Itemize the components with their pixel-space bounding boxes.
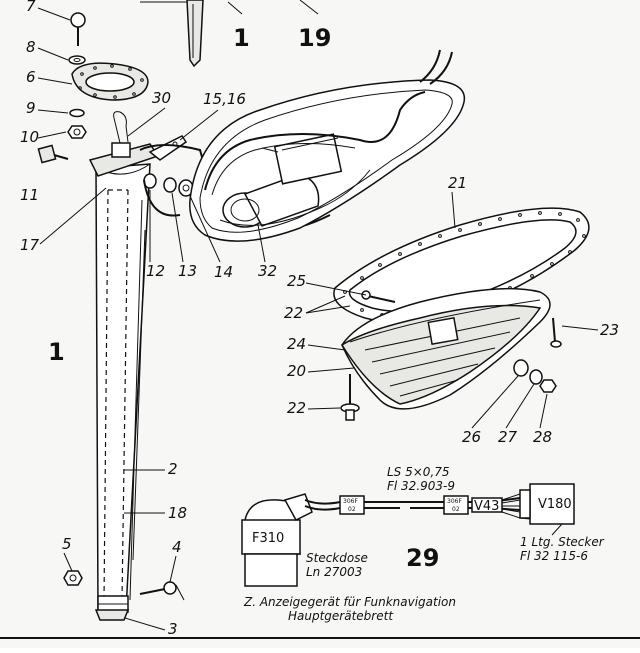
tag-left-top: 306F	[343, 498, 358, 505]
label-3: 3	[168, 620, 178, 638]
label-14: 14	[214, 263, 233, 281]
gasket-6	[71, 62, 149, 101]
washers-26-27-28	[513, 359, 557, 393]
label-5: 5	[62, 535, 72, 553]
nut-10	[67, 125, 87, 139]
caption-line1: Z. Anzeigegerät für Funknavigation	[243, 595, 456, 609]
label-29: 29	[406, 544, 439, 572]
cable-assembly-29	[241, 483, 575, 587]
steckdose-line2: Ln 27003	[306, 565, 362, 579]
label-9: 9	[26, 99, 36, 117]
tag-right-bottom: 02	[452, 506, 460, 513]
nut-5	[63, 570, 83, 586]
label-1-top: 1	[233, 24, 250, 52]
label-4: 4	[172, 538, 182, 556]
label-f310: F310	[252, 531, 284, 546]
label-25: 25	[287, 272, 306, 290]
stecker-line2: Fl 32 115-6	[520, 549, 588, 563]
label-28: 28	[533, 428, 552, 446]
label-17: 17	[20, 236, 40, 254]
washer-9	[69, 108, 85, 118]
label-24: 24	[287, 335, 306, 353]
label-20: 20	[287, 362, 306, 380]
top-fragment	[140, 0, 319, 68]
label-15-16: 15,16	[203, 90, 246, 108]
label-22-upper: 22	[284, 304, 303, 322]
label-19: 19	[298, 24, 331, 52]
label-13: 13	[178, 262, 197, 280]
screw-23	[550, 317, 562, 348]
lamp-32	[222, 173, 320, 228]
cable-texts: LS 5×0,75 Fl 32.903-9 306F 02 306F 02 V4…	[252, 465, 605, 579]
cable-spec-line1: LS 5×0,75	[387, 465, 450, 479]
connector-11	[37, 144, 69, 164]
washer-8	[68, 55, 86, 65]
label-18: 18	[168, 504, 187, 522]
bolt-22	[340, 374, 360, 421]
label-23: 23	[600, 321, 619, 339]
label-7: 7	[26, 0, 36, 15]
tag-v43: V43	[474, 499, 499, 514]
label-26: 26	[462, 428, 481, 446]
reflector-20-24	[340, 287, 551, 410]
label-30: 30	[152, 89, 171, 107]
label-11: 11	[20, 186, 39, 204]
label-6: 6	[26, 68, 36, 86]
inner-wires	[204, 91, 426, 226]
cable-spec-line2: Fl 32.903-9	[387, 479, 455, 493]
tag-v180: V180	[538, 497, 572, 512]
stecker-line1: 1 Ltg. Stecker	[520, 535, 605, 549]
label-32: 32	[258, 262, 277, 280]
leader-lines	[37, 7, 599, 631]
label-21: 21	[448, 174, 467, 192]
socket-f310	[241, 519, 301, 555]
transformer-box	[261, 133, 343, 185]
part-number-labels: 1 19 7 8 6 30 15,16 9 10 11 17 12 13 14 …	[20, 0, 619, 638]
caption: Z. Anzeigegerät für Funknavigation Haupt…	[243, 595, 456, 623]
housing-tube	[88, 111, 160, 621]
screw-25	[361, 290, 396, 303]
tag-right-top: 306F	[447, 498, 462, 505]
washers-12-13-14	[143, 173, 194, 197]
label-10: 10	[20, 128, 39, 146]
screw-4	[139, 581, 185, 601]
label-27: 27	[498, 428, 518, 446]
label-22-lower: 22	[287, 399, 306, 417]
label-8: 8	[26, 38, 36, 56]
tag-left-bottom: 02	[348, 506, 356, 513]
caption-line2: Hauptgerätebrett	[288, 609, 394, 623]
label-1-main: 1	[48, 338, 65, 366]
steckdose-line1: Steckdose	[306, 551, 368, 565]
label-2: 2	[168, 460, 178, 478]
screw-7	[70, 12, 86, 46]
label-12: 12	[146, 262, 165, 280]
